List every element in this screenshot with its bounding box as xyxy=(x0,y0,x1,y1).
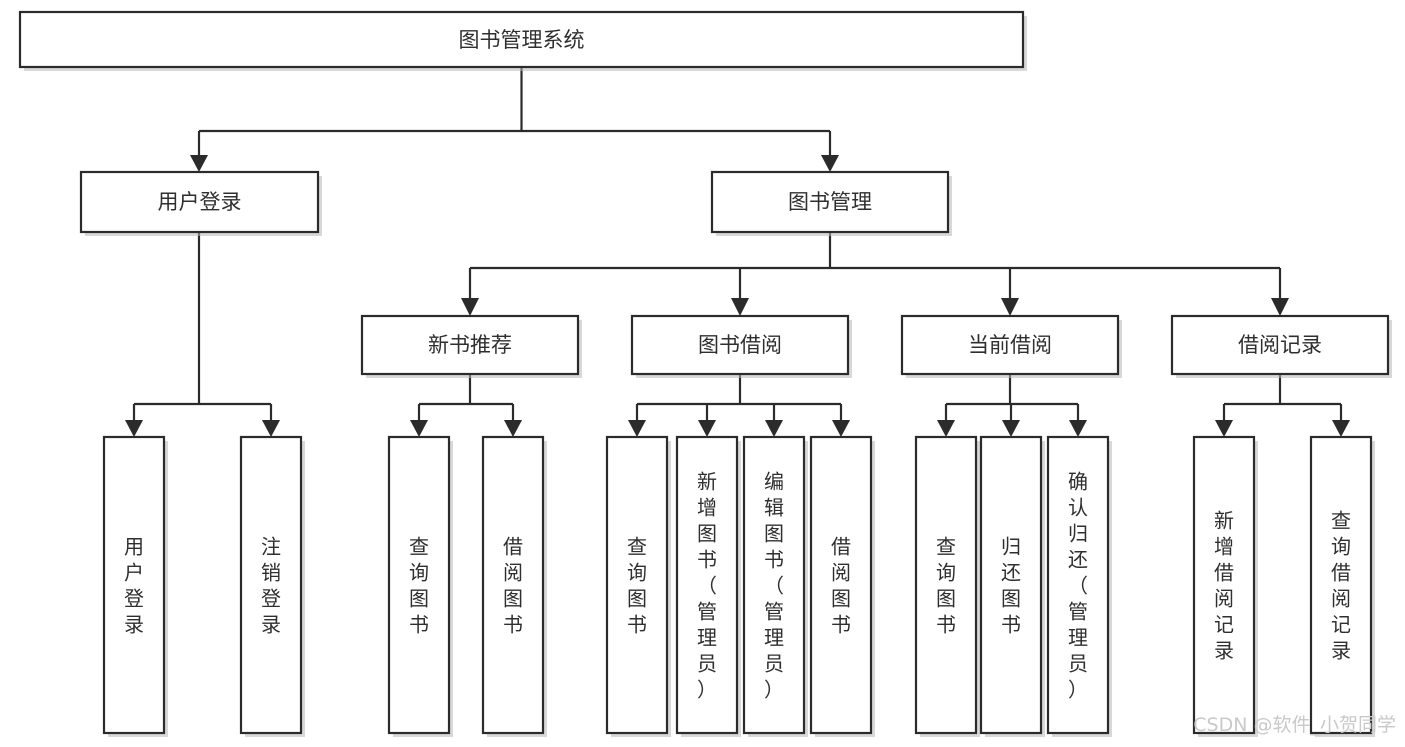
node-leaf-edit-book-admin-box[interactable] xyxy=(742,435,806,735)
node-new-book-recommend-label: 新书推荐 xyxy=(428,333,512,357)
node-leaf-borrow-book-1-box[interactable] xyxy=(481,435,545,735)
node-leaf-query-book-1-label: 查询图书 xyxy=(409,534,429,636)
node-leaf-query-borrow-record[interactable]: 查询借阅记录 xyxy=(1309,435,1375,737)
connector-group-root xyxy=(190,67,839,172)
node-leaf-return-book-label: 归还图书 xyxy=(1001,534,1021,636)
arrow-head-leaf-logout xyxy=(262,420,280,437)
arrow-head-leaf-confirm-return-admin xyxy=(1069,420,1087,437)
node-leaf-user-login-label: 用户登录 xyxy=(124,534,144,636)
arrow-head-leaf-user-login xyxy=(125,420,143,437)
node-leaf-user-login[interactable]: 用户登录 xyxy=(102,435,168,737)
arrow-head-user-login xyxy=(190,155,208,172)
arrow-head-leaf-query-borrow-record xyxy=(1332,420,1350,437)
node-leaf-logout-box[interactable] xyxy=(239,435,303,735)
node-leaf-confirm-return-admin-box[interactable] xyxy=(1046,435,1110,735)
node-leaf-confirm-return-admin[interactable]: 确认归还（管理员） xyxy=(1046,435,1112,737)
node-leaf-add-borrow-record[interactable]: 新增借阅记录 xyxy=(1192,435,1258,737)
node-book-management-box[interactable] xyxy=(710,170,950,234)
arrow-head-leaf-add-book-admin xyxy=(698,420,716,437)
node-root-box[interactable] xyxy=(18,10,1025,69)
arrow-head-leaf-query-book-3 xyxy=(937,420,955,437)
node-book-management[interactable]: 图书管理 xyxy=(710,170,952,236)
node-leaf-borrow-book-2-label: 借阅图书 xyxy=(831,534,851,636)
node-leaf-add-book-admin-box[interactable] xyxy=(675,435,739,735)
node-borrow-record[interactable]: 借阅记录 xyxy=(1170,314,1392,378)
node-leaf-add-book-admin[interactable]: 新增图书（管理员） xyxy=(675,435,741,737)
node-new-book-recommend-box[interactable] xyxy=(360,314,580,376)
connector-group-book-management xyxy=(461,232,1289,316)
node-leaf-query-book-1[interactable]: 查询图书 xyxy=(387,435,453,737)
arrow-head-book-management xyxy=(821,155,839,172)
node-book-management-label: 图书管理 xyxy=(788,190,872,214)
node-leaf-add-borrow-record-box[interactable] xyxy=(1192,435,1256,735)
node-leaf-query-book-3[interactable]: 查询图书 xyxy=(914,435,980,737)
node-leaf-query-borrow-record-box[interactable] xyxy=(1309,435,1373,735)
node-root[interactable]: 图书管理系统 xyxy=(18,10,1027,71)
node-leaf-add-borrow-record-label: 新增借阅记录 xyxy=(1214,508,1234,662)
node-leaf-query-book-2-box[interactable] xyxy=(605,435,669,735)
arrow-head-book-borrow xyxy=(731,298,749,316)
connector-group-book-borrow xyxy=(628,374,850,437)
node-leaf-borrow-book-2-box[interactable] xyxy=(809,435,873,735)
csdn-watermark: CSDN @软件_小贺同学 xyxy=(1193,714,1396,736)
node-user-login-label: 用户登录 xyxy=(158,190,242,214)
arrow-head-leaf-borrow-book-2 xyxy=(832,420,850,437)
node-leaf-return-book[interactable]: 归还图书 xyxy=(979,435,1045,737)
arrow-head-leaf-edit-book-admin xyxy=(765,420,783,437)
node-leaf-edit-book-admin-label: 编辑图书（管理员） xyxy=(764,469,784,701)
arrow-head-new-book-recommend xyxy=(461,298,479,316)
node-current-borrow[interactable]: 当前借阅 xyxy=(900,314,1122,378)
node-leaf-query-borrow-record-label: 查询借阅记录 xyxy=(1331,508,1351,662)
connector-group-new-book-recommend xyxy=(410,374,522,437)
node-leaf-return-book-box[interactable] xyxy=(979,435,1043,735)
node-leaf-borrow-book-1-label: 借阅图书 xyxy=(503,534,523,636)
node-borrow-record-box[interactable] xyxy=(1170,314,1390,376)
node-leaf-logout[interactable]: 注销登录 xyxy=(239,435,305,737)
node-leaf-edit-book-admin[interactable]: 编辑图书（管理员） xyxy=(742,435,808,737)
node-current-borrow-box[interactable] xyxy=(900,314,1120,376)
connector-group-borrow-record xyxy=(1215,374,1350,437)
node-new-book-recommend[interactable]: 新书推荐 xyxy=(360,314,582,378)
connector-group-user-login xyxy=(125,232,280,437)
node-borrow-record-label: 借阅记录 xyxy=(1238,333,1322,357)
node-leaf-query-book-1-box[interactable] xyxy=(387,435,451,735)
node-leaf-user-login-box[interactable] xyxy=(102,435,166,735)
node-leaf-add-book-admin-label: 新增图书（管理员） xyxy=(697,469,717,701)
node-user-login-box[interactable] xyxy=(79,170,320,234)
arrow-head-current-borrow xyxy=(1001,298,1019,316)
node-book-borrow[interactable]: 图书借阅 xyxy=(630,314,852,378)
arrow-head-leaf-borrow-book-1 xyxy=(504,420,522,437)
arrow-head-leaf-query-book-1 xyxy=(410,420,428,437)
node-leaf-confirm-return-admin-label: 确认归还（管理员） xyxy=(1068,469,1088,701)
arrow-head-leaf-return-book xyxy=(1002,420,1020,437)
node-leaf-query-book-3-label: 查询图书 xyxy=(936,534,956,636)
node-book-borrow-box[interactable] xyxy=(630,314,850,376)
arrow-head-leaf-add-borrow-record xyxy=(1215,420,1233,437)
node-leaf-query-book-3-box[interactable] xyxy=(914,435,978,735)
arrow-head-borrow-record xyxy=(1271,298,1289,316)
node-user-login[interactable]: 用户登录 xyxy=(79,170,322,236)
node-leaf-borrow-book-2[interactable]: 借阅图书 xyxy=(809,435,875,737)
node-leaf-logout-label: 注销登录 xyxy=(261,534,281,636)
node-leaf-borrow-book-1[interactable]: 借阅图书 xyxy=(481,435,547,737)
node-root-label: 图书管理系统 xyxy=(459,28,585,52)
node-current-borrow-label: 当前借阅 xyxy=(968,333,1052,357)
arrow-head-leaf-query-book-2 xyxy=(628,420,646,437)
node-book-borrow-label: 图书借阅 xyxy=(698,333,782,357)
node-leaf-query-book-2[interactable]: 查询图书 xyxy=(605,435,671,737)
connector-group-current-borrow xyxy=(937,374,1087,437)
node-leaf-query-book-2-label: 查询图书 xyxy=(627,534,647,636)
